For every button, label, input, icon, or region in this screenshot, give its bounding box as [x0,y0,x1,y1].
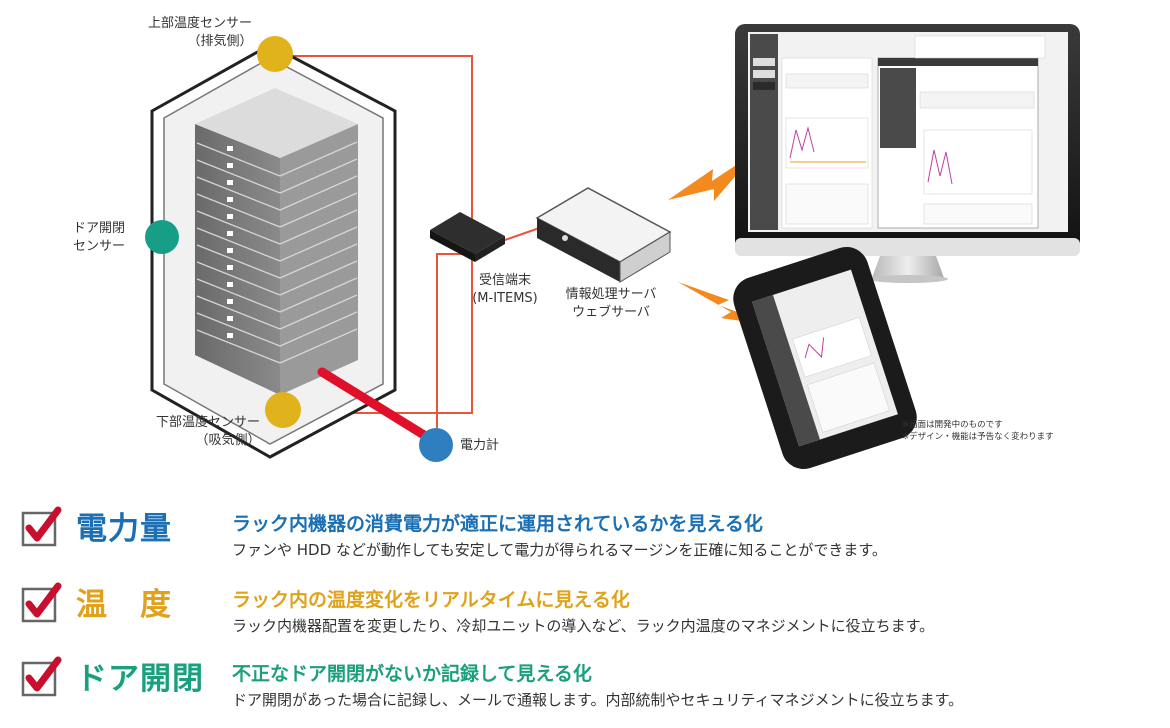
server-label: 情報処理サーバ ウェブサーバ [556,286,666,322]
power-cable [317,367,437,445]
server-label-line1: 情報処理サーバ [565,287,657,302]
feature-title: 電力量 [76,511,172,547]
rack-unit-leds [227,146,233,338]
top-sensor-label-line1: 上部温度センサー [147,16,252,31]
rack-units [196,141,358,364]
feature-description: ドア開閉があった場合に記録し、メールで通報します。内部統制やセキュリティマネジメ… [232,691,964,709]
feature-list: 電力量 ラック内機器の消費電力が適正に運用されているかを見える化 ファンや HD… [0,500,1170,728]
feature-heading: ラック内機器の消費電力が適正に運用されているかを見える化 [232,513,763,535]
screen-note-line1: ※画面は開発中のものです [902,420,1003,430]
bottom-sensor-label-line1: 下部温度センサー [155,415,260,430]
receiver-device [430,212,505,262]
feature-door: ドア開閉 不正なドア開閉がないか記録して見える化 ドア開閉があった場合に記録し、… [20,652,1160,722]
wireless-bolt-phone [678,282,776,326]
server-label-line2: ウェブサーバ [572,305,650,320]
feature-title: 温 度 [76,587,172,623]
check-icon [21,506,62,547]
power-meter [419,428,453,462]
check-icon [21,582,62,623]
power-meter-label: 電力計 [460,438,500,453]
server-rack [150,43,397,459]
smartphone-device [733,246,917,470]
feature-description: ラック内機器配置を変更したり、冷却ユニットの導入など、ラック内温度のマネジメント… [232,617,935,635]
receiver-label-line1: 受信端末 [478,273,531,288]
bottom-sensor-label-line2: （吸気側） [195,433,261,448]
door-sensor-label-line1: ドア開閉 [72,221,125,236]
door-sensor-label-line2: センサー [72,239,125,254]
feature-title: ドア開閉 [76,661,204,697]
feature-heading: ラック内の温度変化をリアルタイムに見える化 [232,589,630,611]
wireless-bolt-monitor [668,152,756,201]
top-sensor-label-line2: （排気側） [187,34,253,49]
monitor-device [735,24,1080,283]
bottom-temperature-sensor [265,392,301,428]
top-sensor-label: 上部温度センサー （排気側） [120,15,280,51]
door-sensor-label: ドア開閉 センサー [64,220,134,256]
check-icon [21,656,62,697]
system-diagram: 上部温度センサー （排気側） ドア開閉 センサー 下部温度センサー （吸気側） … [64,15,1080,470]
door-sensor [145,220,179,254]
feature-power: 電力量 ラック内機器の消費電力が適正に運用されているかを見える化 ファンや HD… [20,502,1160,572]
top-temperature-sensor [257,36,293,72]
bottom-sensor-label: 下部温度センサー （吸気側） [128,414,288,450]
screen-note: ※画面は開発中のものです ※デザイン・機能は予告なく変わります [902,419,1054,443]
diagram-canvas [145,24,1080,470]
feature-heading: 不正なドア開閉がないか記録して見える化 [232,663,592,685]
feature-temperature: 温 度 ラック内の温度変化をリアルタイムに見える化 ラック内機器配置を変更したり… [20,578,1160,648]
receiver-label-line2: (M-ITEMS) [472,291,538,306]
feature-description: ファンや HDD などが動作しても安定して電力が得られるマージンを正確に知ること… [232,541,887,559]
receiver-label: 受信端末 (M-ITEMS) [455,272,555,308]
server-device [535,187,672,283]
screen-note-line2: ※デザイン・機能は予告なく変わります [902,432,1054,442]
